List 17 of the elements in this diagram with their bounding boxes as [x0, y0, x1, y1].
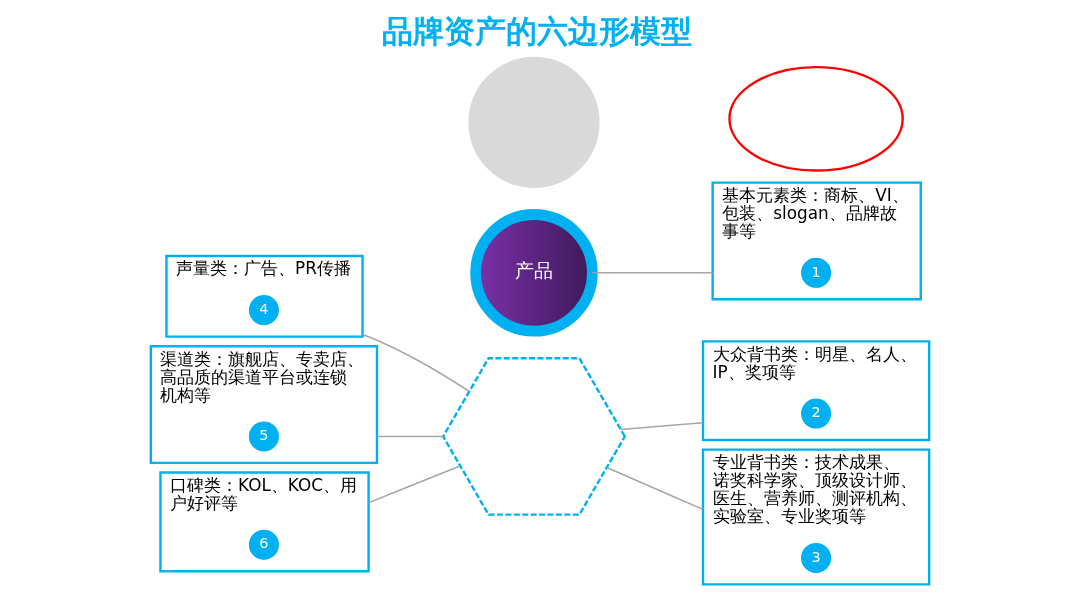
- node-circle: 产品: [470, 209, 598, 337]
- connector: [367, 465, 461, 504]
- node-circle: 6: [248, 529, 279, 560]
- connector: [620, 421, 704, 431]
- node-circle: 3: [801, 542, 832, 573]
- node-circle: 5: [248, 421, 279, 452]
- node-circle: 1: [801, 257, 832, 288]
- node-circle: 4: [248, 295, 279, 326]
- node-hexagon: [441, 357, 627, 516]
- connector: [376, 435, 444, 438]
- node-ellipse: [728, 65, 904, 172]
- node-circle: 2: [801, 398, 832, 429]
- node-circle: [468, 56, 600, 188]
- connector: [606, 466, 704, 511]
- connector: [361, 333, 470, 393]
- connector: [591, 272, 714, 274]
- diagram-title: 品牌资产的六边形模型: [381, 12, 692, 49]
